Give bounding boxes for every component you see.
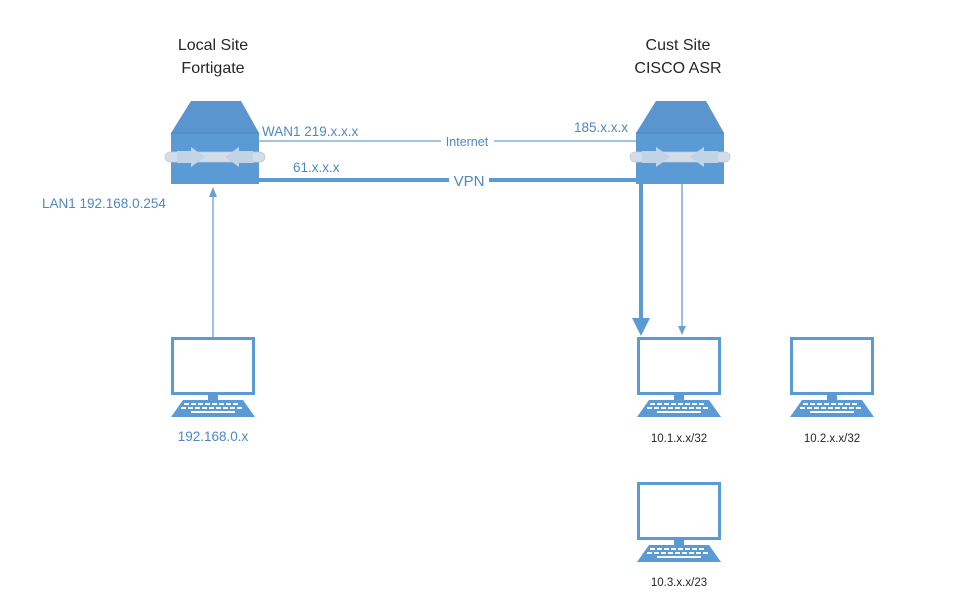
vpn-route-arrowhead bbox=[632, 318, 650, 336]
local-pc-label: 192.168.0.x bbox=[178, 429, 249, 444]
lan-route-arrowhead bbox=[678, 326, 686, 335]
router-icon bbox=[164, 100, 266, 185]
internet-link-label: Internet bbox=[446, 135, 489, 149]
vpn-link-label: VPN bbox=[454, 173, 485, 190]
cust-site-title: Cust Site bbox=[646, 37, 711, 54]
computer-icon bbox=[169, 337, 257, 419]
computer-icon bbox=[788, 337, 876, 419]
cust-device-name: CISCO ASR bbox=[634, 60, 721, 77]
local-site-title: Local Site bbox=[178, 37, 248, 54]
lan1-label: LAN1 192.168.0.254 bbox=[42, 196, 166, 211]
computer-icon bbox=[635, 482, 723, 564]
local-device-name: Fortigate bbox=[181, 60, 244, 77]
net1-label: 10.1.x.x/32 bbox=[651, 433, 707, 445]
cust-public-ip-label: 185.x.x.x bbox=[574, 120, 628, 135]
router-icon bbox=[629, 100, 731, 185]
wan1-label: WAN1 219.x.x.x bbox=[262, 124, 359, 139]
local-lan-arrowhead bbox=[209, 187, 217, 197]
computer-icon bbox=[635, 337, 723, 419]
net2-label: 10.2.x.x/32 bbox=[804, 433, 860, 445]
net3-label: 10.3.x.x/23 bbox=[651, 577, 707, 589]
local-vpn-ip-label: 61.x.x.x bbox=[293, 160, 340, 175]
